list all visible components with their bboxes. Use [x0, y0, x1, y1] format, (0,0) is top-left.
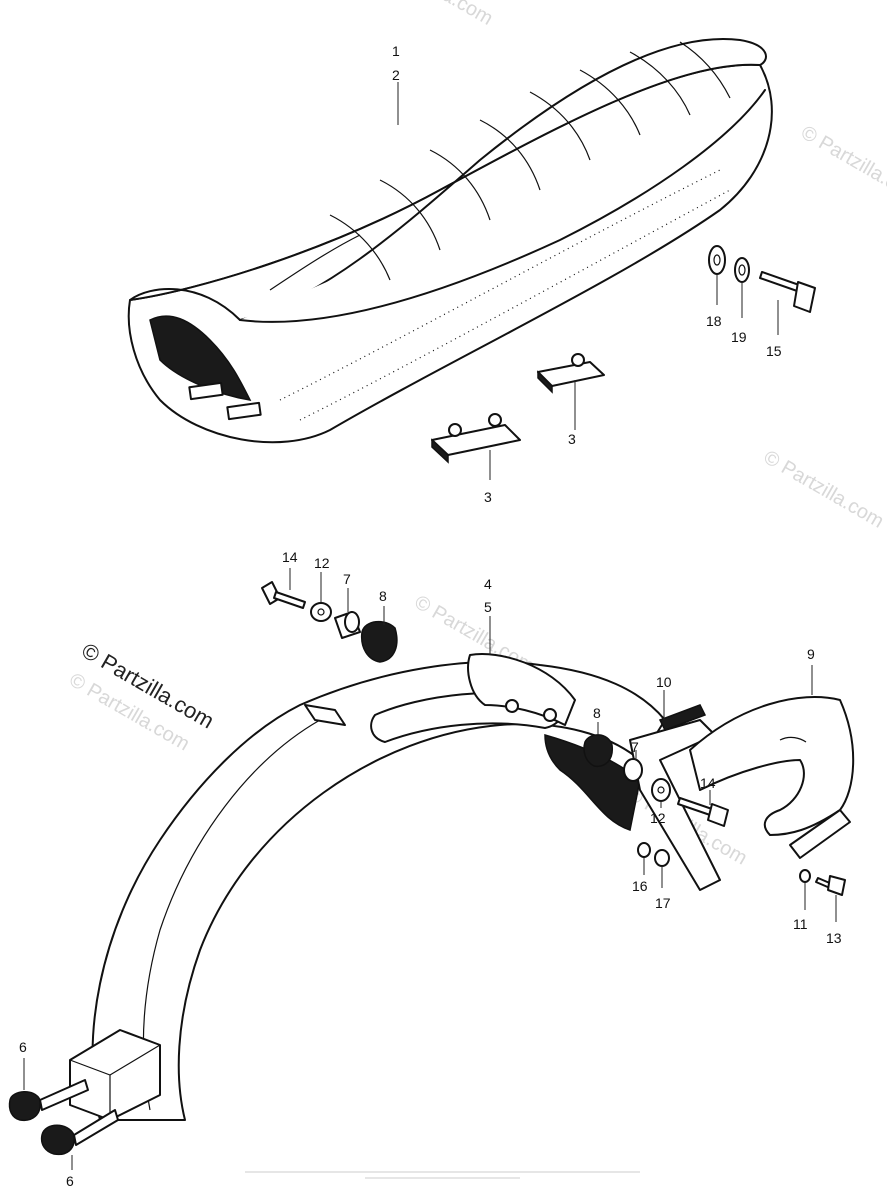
- callout-2: 2: [392, 67, 400, 83]
- callout-5: 5: [484, 599, 492, 615]
- bolt-part-14-lower: [677, 797, 729, 827]
- callout-7-upper: 7: [343, 571, 351, 587]
- callout-4: 4: [484, 576, 492, 592]
- collar-part-7-upper: [334, 611, 361, 639]
- callout-16: 16: [632, 878, 648, 894]
- grommet-part-8-upper: [360, 620, 398, 663]
- footer-fine-print: [245, 1171, 640, 1179]
- screw-part-13: [815, 875, 846, 896]
- washer-part-17: [654, 849, 670, 867]
- callout-1: 1: [392, 43, 400, 59]
- bolt-part-15: [759, 271, 816, 313]
- washer-part-12-lower: [651, 778, 671, 802]
- callout-10: 10: [656, 674, 672, 690]
- grab-rail-part-9: [689, 696, 855, 859]
- callout-7-lower: 7: [631, 739, 639, 755]
- callout-group: 1 2 3 3 18 19 15 14 12 7 8 4 5 9 10 8 7 …: [19, 43, 842, 1189]
- washer-part-12-upper: [310, 602, 332, 622]
- collar-part-7-lower: [623, 758, 643, 782]
- grommet-part-8-lower: [583, 734, 614, 768]
- bolt-part-14-upper: [261, 581, 306, 609]
- callout-8-lower: 8: [593, 705, 601, 721]
- callout-17: 17: [655, 895, 671, 911]
- lock-washer-part-19: [734, 257, 750, 283]
- nut-part-6-lower: [40, 1109, 119, 1156]
- callout-14-upper: 14: [282, 549, 298, 565]
- watermark-text: © Partzilla.com: [760, 446, 887, 532]
- callout-3-lower: 3: [484, 489, 492, 505]
- callout-9: 9: [807, 646, 815, 662]
- washer-part-16: [637, 842, 651, 858]
- nut-part-11: [799, 869, 811, 883]
- callout-6-upper: 6: [19, 1039, 27, 1055]
- washer-part-18: [708, 245, 726, 275]
- callout-15: 15: [766, 343, 782, 359]
- callout-18: 18: [706, 313, 722, 329]
- nut-part-6-upper: [8, 1079, 89, 1122]
- seat-illustration: [127, 38, 773, 444]
- callout-8-upper: 8: [379, 588, 387, 604]
- callout-3-upper: 3: [568, 431, 576, 447]
- watermark-text: © Partzilla.com: [797, 121, 887, 207]
- callout-19: 19: [731, 329, 747, 345]
- callout-14-lower: 14: [700, 775, 716, 791]
- callout-12-upper: 12: [314, 555, 330, 571]
- callout-12-lower: 12: [650, 810, 666, 826]
- rubber-block-part-3: [431, 353, 605, 464]
- watermark-text: © Partzilla.com: [369, 0, 497, 30]
- callout-13: 13: [826, 930, 842, 946]
- rear-fender-illustration: [69, 653, 666, 1121]
- bracket-part-10: [629, 704, 721, 891]
- callout-11: 11: [793, 916, 808, 932]
- callout-6-lower: 6: [66, 1173, 74, 1189]
